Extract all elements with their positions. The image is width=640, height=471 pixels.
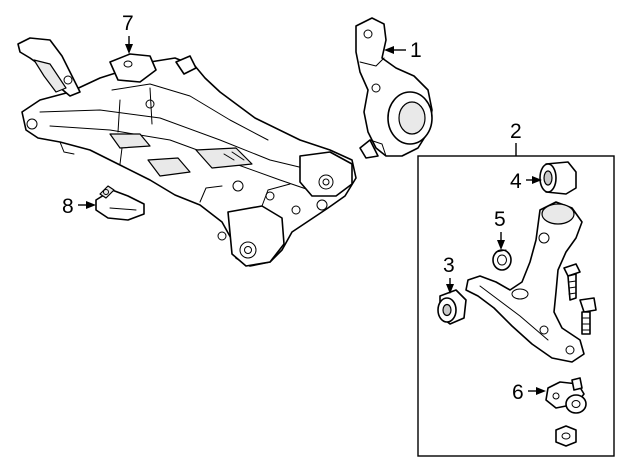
callout-1: 1: [410, 39, 422, 62]
callout-4: 4: [510, 170, 522, 193]
callout-7: 7: [122, 12, 134, 35]
callout-8: 8: [62, 195, 74, 218]
mounting-bolt-long: [579, 297, 597, 335]
front-subframe-crossmember: [17, 37, 357, 267]
control-arm-bushing-large: [539, 161, 577, 195]
callout-6: 6: [512, 381, 524, 404]
callout-2: 2: [510, 120, 522, 143]
steering-knuckle: [355, 17, 433, 159]
control-arm-bushing-small: [437, 289, 467, 325]
ball-joint: [545, 377, 587, 414]
callout-5: 5: [494, 208, 506, 231]
mounting-bracket: [95, 185, 145, 221]
callout-3: 3: [443, 254, 455, 277]
ball-joint-nut: [555, 425, 577, 447]
lower-control-arm: [465, 201, 585, 363]
bushing-washer: [492, 249, 512, 271]
mounting-bolt-short: [563, 263, 581, 301]
